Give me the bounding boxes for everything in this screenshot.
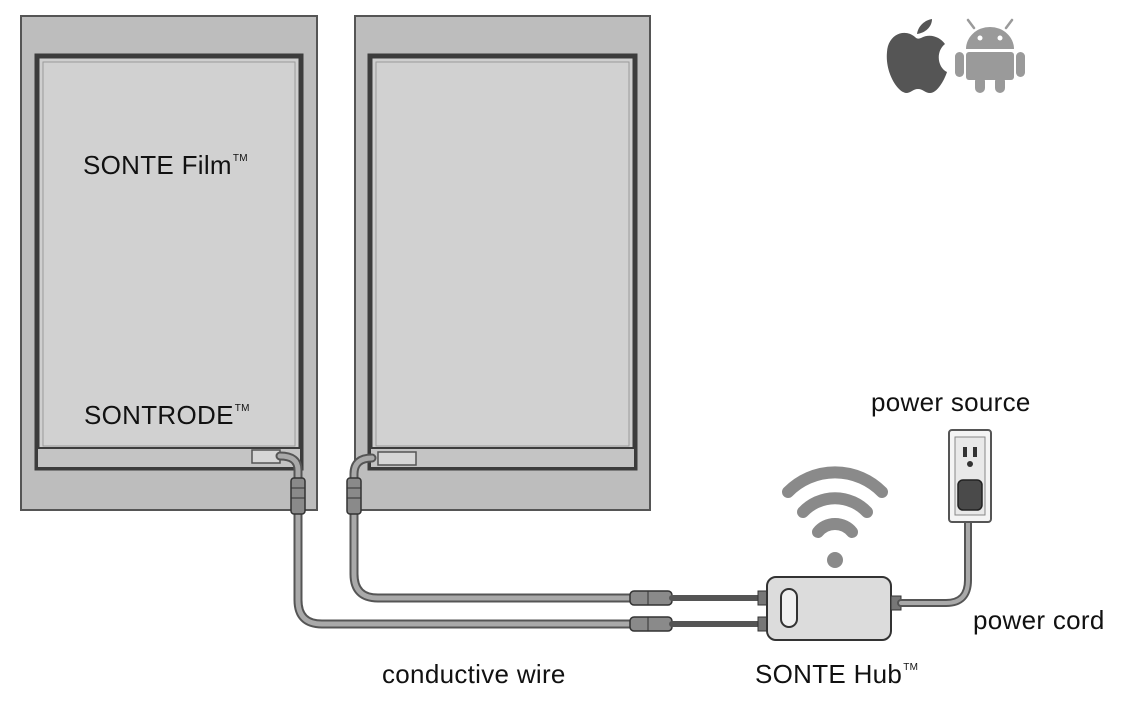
left-window (20, 15, 318, 511)
android-icon (955, 18, 1025, 93)
power-cord-label: power cord (973, 605, 1105, 635)
sontrode-label: SONTRODETM (84, 400, 250, 431)
hub-label-text: SONTE Hub (755, 659, 903, 689)
apple-icon (886, 19, 947, 93)
hub-trademark: TM (903, 662, 919, 673)
outlet-icon (948, 429, 992, 523)
sontrode-label-text: SONTRODE (84, 400, 234, 430)
conductive-wires (275, 451, 771, 632)
right-window (354, 15, 651, 511)
film-trademark: TM (232, 153, 248, 164)
film-label-text: SONTE Film (83, 150, 232, 180)
conductive-wire-label: conductive wire (382, 659, 566, 689)
sontrode-trademark: TM (234, 403, 250, 414)
wifi-icon (782, 466, 888, 568)
power-source-label: power source (871, 387, 1031, 417)
connector-right (377, 451, 417, 466)
hub-label: SONTE HubTM (755, 659, 918, 690)
sonte-hub (766, 576, 902, 641)
sontrode-strip-left (36, 447, 302, 469)
film-label: SONTE FilmTM (83, 150, 248, 181)
power-cord (897, 508, 972, 607)
